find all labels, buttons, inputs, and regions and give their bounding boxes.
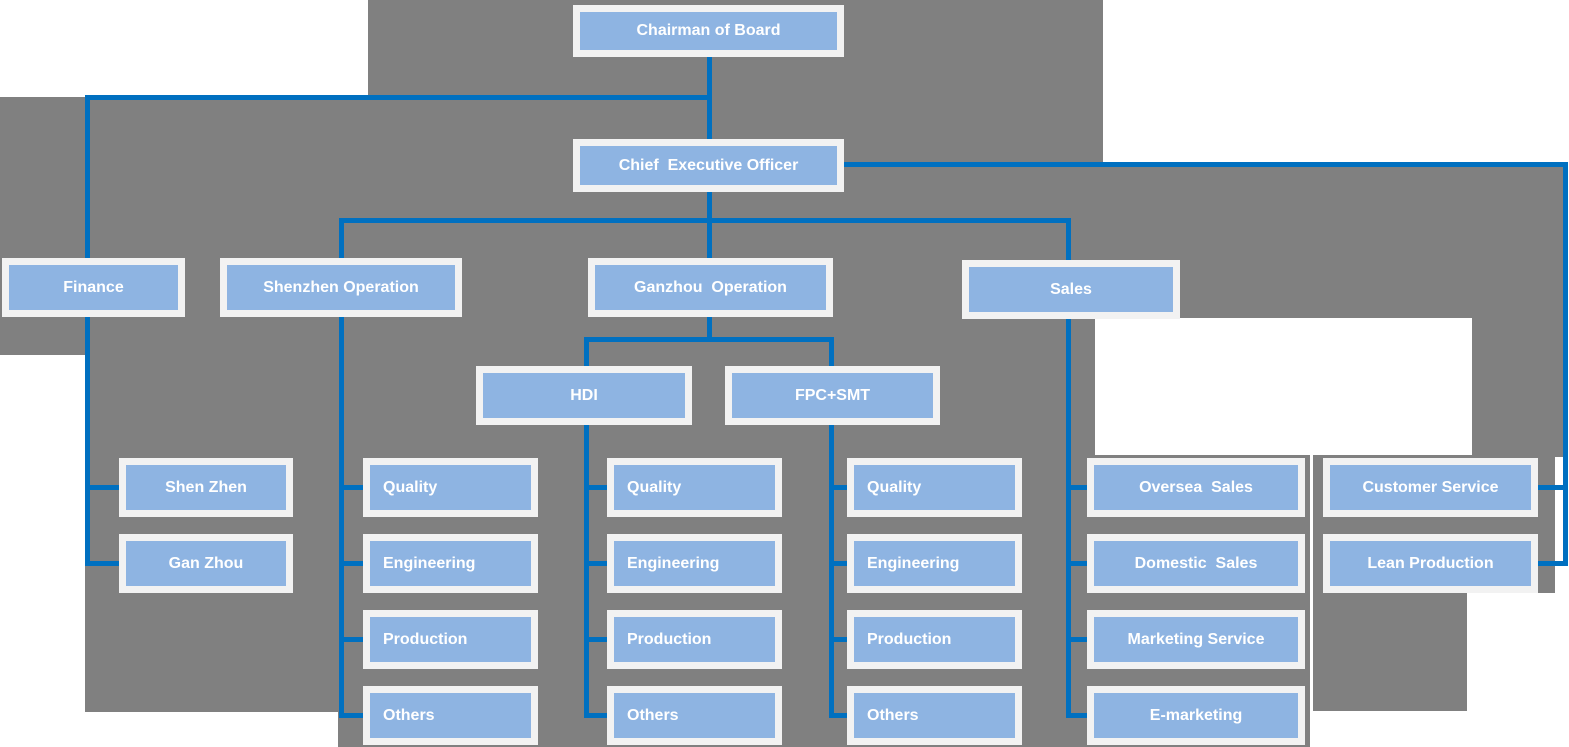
node-hdi-production: Production [607,610,782,669]
node-e-marketing: E-marketing [1087,686,1305,745]
connector-fpc-stub-3 [829,637,851,642]
connector-hdi-spine [584,337,589,718]
connector-hdi-stub-2 [584,561,610,566]
connector-top-horizontal [85,95,712,100]
node-sales: Sales [962,260,1180,319]
connector-customer-service-stub [1538,485,1568,490]
connector-shenzhen-stub-3 [339,637,367,642]
connector-sales-spine [1066,218,1071,718]
node-ceo-label: Chief Executive Officer [618,156,799,174]
node-lean-production-label: Lean Production [1367,554,1494,572]
node-shen-zhen-label: Shen Zhen [165,478,247,496]
node-hdi-others-label: Others [627,706,679,724]
node-shenzhen-quality: Quality [363,458,538,517]
connector-mid-horizontal [339,218,1071,223]
connector-hdi-stub-4 [584,713,610,718]
node-lean-production: Lean Production [1323,534,1538,593]
node-fpc-smt: FPC+SMT [725,366,940,425]
connector-fpc-stub-1 [829,485,851,490]
node-gan-zhou-label: Gan Zhou [168,554,244,572]
node-shenzhen-operation: Shenzhen Operation [220,258,462,317]
connector-fpc-spine [829,337,834,718]
node-hdi-label: HDI [570,386,598,404]
node-finance-label: Finance [63,278,124,296]
connector-sales-stub-1 [1066,485,1090,490]
node-hdi-quality-label: Quality [627,478,682,496]
node-shenzhen-others: Others [363,686,538,745]
node-fpc-smt-label: FPC+SMT [794,386,871,404]
node-oversea-sales-label: Oversea Sales [1139,478,1253,496]
connector-lean-production-stub [1538,561,1568,566]
connector-finance-stub-1 [85,485,122,490]
node-shenzhen-engineering: Engineering [363,534,538,593]
connector-hdi-stub-3 [584,637,610,642]
connector-ceo-right-horizontal [844,162,1568,167]
node-marketing-service: Marketing Service [1087,610,1305,669]
node-fpc-others-label: Others [867,706,919,724]
connector-fpc-stub-4 [829,713,851,718]
node-shenzhen-production: Production [363,610,538,669]
node-oversea-sales: Oversea Sales [1087,458,1305,517]
connector-right-vertical [1563,162,1568,566]
node-hdi: HDI [476,366,692,425]
node-domestic-sales: Domestic Sales [1087,534,1305,593]
node-customer-service-label: Customer Service [1362,478,1499,496]
connector-chairman-ceo [707,30,712,140]
connector-finance-spine [85,95,90,566]
node-customer-service: Customer Service [1323,458,1538,517]
connector-shenzhen-spine [339,218,344,718]
connector-sales-stub-3 [1066,637,1090,642]
node-ceo: Chief Executive Officer [573,139,844,192]
connector-shenzhen-stub-2 [339,561,367,566]
node-shenzhen-production-label: Production [383,630,468,648]
node-chairman: Chairman of Board [573,5,844,57]
node-fpc-quality: Quality [847,458,1022,517]
node-shenzhen-others-label: Others [383,706,435,724]
node-hdi-production-label: Production [627,630,712,648]
node-sales-label: Sales [1050,280,1092,298]
connector-hdi-stub-1 [584,485,610,490]
node-fpc-others: Others [847,686,1022,745]
connector-sales-stub-2 [1066,561,1090,566]
node-hdi-engineering: Engineering [607,534,782,593]
background-block-side-lower [1313,593,1467,711]
connector-shenzhen-stub-4 [339,713,367,718]
connector-finance-stub-2 [85,561,122,566]
node-shenzhen-quality-label: Quality [383,478,438,496]
node-fpc-quality-label: Quality [867,478,922,496]
node-shenzhen-engineering-label: Engineering [383,554,476,572]
node-hdi-engineering-label: Engineering [627,554,720,572]
connector-sales-stub-4 [1066,713,1090,718]
node-shenzhen-operation-label: Shenzhen Operation [263,278,419,296]
node-e-marketing-label: E-marketing [1149,706,1243,724]
background-block-right-column [1472,166,1563,457]
node-hdi-quality: Quality [607,458,782,517]
node-domestic-sales-label: Domestic Sales [1134,554,1258,572]
node-ganzhou-operation-label: Ganzhou Operation [634,278,787,296]
connector-shenzhen-stub-1 [339,485,367,490]
connector-fpc-stub-2 [829,561,851,566]
node-ganzhou-operation: Ganzhou Operation [588,258,833,317]
node-fpc-production-label: Production [867,630,952,648]
connector-hdi-fpc-horizontal [584,337,834,342]
node-finance: Finance [2,258,185,317]
node-gan-zhou: Gan Zhou [119,534,293,593]
node-hdi-others: Others [607,686,782,745]
node-fpc-production: Production [847,610,1022,669]
background-block-left-ledge [0,318,89,355]
node-fpc-engineering-label: Engineering [867,554,960,572]
node-fpc-engineering: Engineering [847,534,1022,593]
node-marketing-service-label: Marketing Service [1127,630,1265,648]
node-shen-zhen: Shen Zhen [119,458,293,517]
node-chairman-label: Chairman of Board [636,22,781,39]
